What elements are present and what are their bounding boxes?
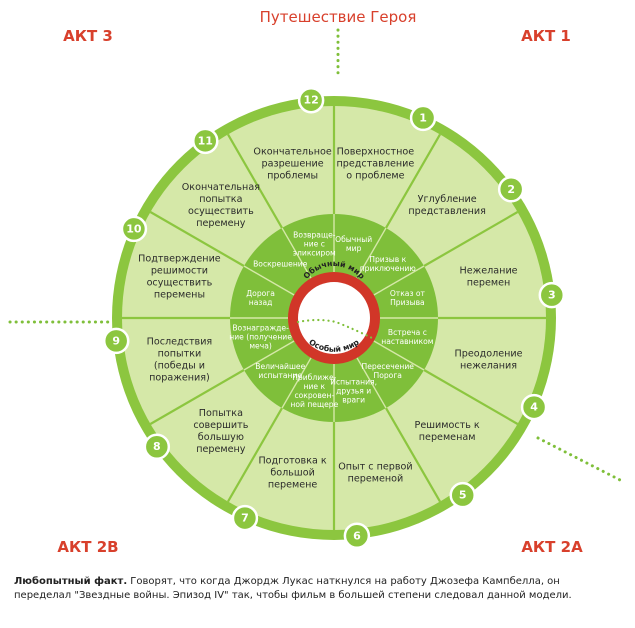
dotted-line-right (536, 436, 622, 482)
badge-circle (143, 433, 171, 460)
stage-number-badge: 4 (520, 393, 548, 421)
diagram-title: Путешествие Героя (260, 8, 417, 26)
center-disc (298, 282, 370, 354)
badge-number: 9 (112, 334, 120, 347)
inner-divider (281, 227, 312, 279)
badge-number: 1 (419, 111, 427, 124)
badge-number: 10 (126, 222, 142, 235)
outer-divider (423, 211, 519, 267)
badge-number: 6 (353, 529, 361, 542)
badge-circle (497, 176, 525, 203)
badge-circle (102, 327, 130, 355)
inner-divider (356, 357, 387, 409)
outer-divider (227, 133, 283, 229)
dotted-guide-lines (8, 28, 622, 482)
outer-dividers (122, 106, 546, 530)
inner-divider (356, 227, 387, 279)
stage-number-badge: 9 (102, 327, 130, 355)
outer-divider (227, 407, 283, 503)
stage-number-badge: 2 (497, 176, 525, 203)
badge-circle (231, 504, 259, 532)
stage-number-badge: 6 (343, 522, 371, 550)
inner-divider (243, 265, 295, 296)
badge-circle (120, 215, 148, 243)
inner-divider (281, 357, 312, 409)
outer-divider (149, 211, 245, 267)
stage-number-badge: 1 (409, 104, 437, 132)
badge-number: 3 (548, 289, 556, 302)
caption-lead: Любопытный факт. (14, 576, 128, 587)
badge-number: 7 (241, 512, 249, 525)
badge-number: 12 (303, 94, 318, 107)
badge-circle (449, 481, 476, 509)
badge-circle (409, 104, 437, 132)
badge-number: 8 (153, 440, 161, 453)
inner-stage-label: Воскрешение (253, 259, 308, 268)
badge-circle (538, 281, 566, 309)
inner-divider (373, 340, 425, 371)
center-dotted-line (296, 318, 374, 340)
outer-divider (385, 133, 441, 229)
stage-number-badge: 3 (538, 281, 566, 309)
stage-number-badge: 10 (120, 215, 148, 243)
act-3-label: АКТ 3 (63, 27, 113, 45)
stage-number-badge: 12 (297, 86, 325, 114)
badge-number: 5 (459, 489, 467, 502)
stage-number-badge: 7 (231, 504, 259, 532)
stage-number-badge: 11 (192, 127, 219, 155)
outer-divider (149, 369, 245, 425)
badge-circle (343, 522, 371, 550)
act-2a-label: АКТ 2А (521, 538, 583, 556)
badge-circle (297, 86, 325, 114)
stage-number-badge: 5 (449, 481, 476, 509)
act-1-label: АКТ 1 (521, 27, 571, 45)
stage-number-badge: 8 (143, 433, 171, 460)
badge-circle (192, 127, 219, 155)
outer-divider (423, 369, 519, 425)
badge-circle (520, 393, 548, 421)
fun-fact-caption: Любопытный факт. Говорят, что когда Джор… (14, 575, 614, 603)
act-2b-label: АКТ 2В (57, 538, 118, 556)
inner-divider (243, 340, 295, 371)
badge-number: 11 (198, 134, 213, 147)
inner-divider (373, 265, 425, 296)
badge-number: 2 (507, 183, 515, 196)
inner-dividers (230, 214, 438, 422)
outer-divider (385, 407, 441, 503)
badge-number: 4 (530, 401, 538, 414)
caption-text: Говорят, что когда Джордж Лукас наткнулс… (14, 576, 572, 601)
